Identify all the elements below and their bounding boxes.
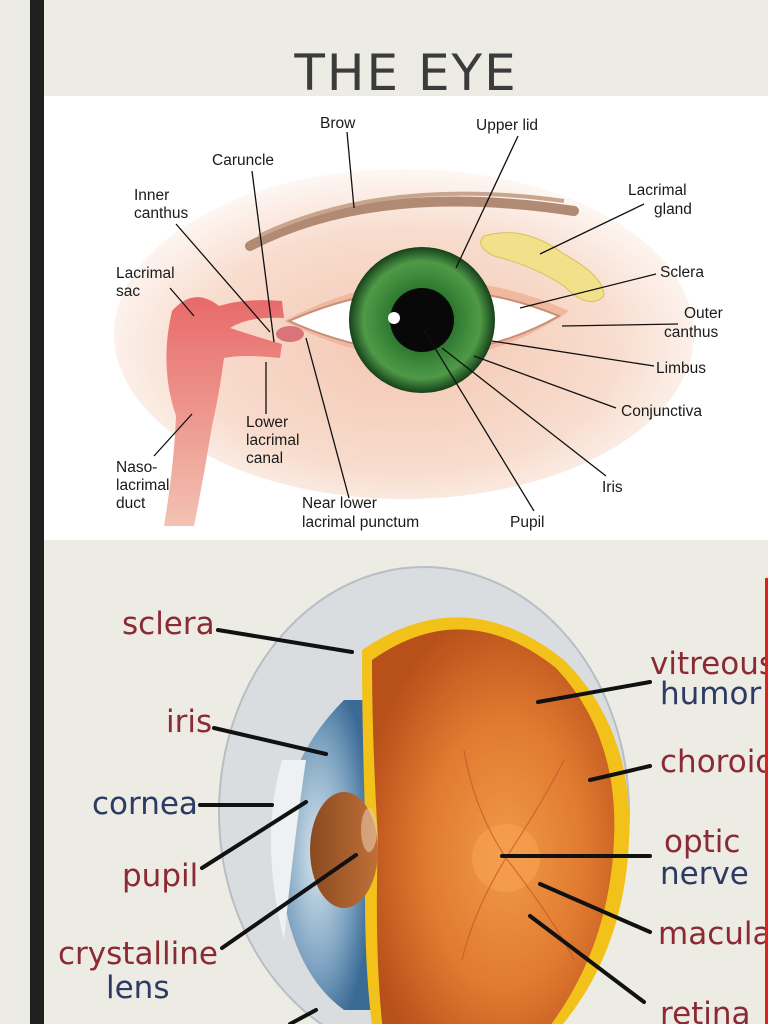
inner-canthus-leader — [175, 223, 271, 333]
pupil-leader — [423, 329, 535, 512]
crystalline-lens-leader — [220, 853, 358, 950]
internal-eye-diagram: sclera iris cornea pupil crystalline len… — [58, 566, 768, 1024]
label-pupil: pupil — [122, 858, 198, 894]
lacrimal-gland-leader — [539, 203, 645, 255]
limbus-leader — [491, 340, 655, 367]
label-iris: Iris — [602, 479, 623, 496]
vessel-2 — [505, 759, 565, 859]
label-near-lower-punctum-2: lacrimal punctum — [302, 514, 419, 531]
external-eye-diagram: Brow Upper lid Caruncle Inner canthus La… — [114, 115, 723, 531]
brow-shape — [245, 196, 579, 251]
label-lacrimal-sac-1: Lacrimal — [116, 265, 175, 282]
label-cornea: cornea — [92, 786, 198, 822]
pupil-leader — [200, 800, 308, 870]
vessel-3 — [461, 857, 507, 961]
caruncle-shape — [276, 326, 304, 342]
caruncle-leader — [251, 170, 275, 343]
choroid-leader — [588, 764, 652, 782]
crystalline-lens-shape — [310, 792, 378, 908]
pupil-shape — [390, 288, 454, 352]
macula-leader — [538, 882, 652, 934]
retina-leader — [528, 914, 646, 1004]
vitreous-humor-leader — [536, 680, 652, 704]
external-eye-panel: Brow Upper lid Caruncle Inner canthus La… — [44, 96, 768, 540]
vessel-1 — [463, 749, 507, 859]
label-inner-canthus-1: Inner — [134, 187, 169, 204]
label-caruncle: Caruncle — [212, 152, 274, 169]
left-accent-bar — [30, 0, 44, 1024]
label-outer-canthus-1: Outer — [684, 305, 723, 322]
label-conjunctiva: Conjunctiva — [621, 403, 702, 420]
upper-lid-leader — [455, 135, 519, 269]
label-lower-lacrimal-canal-1: Lower — [246, 414, 288, 431]
sclera-leader — [216, 628, 354, 654]
label-crystalline-lens-2: lens — [106, 970, 169, 1006]
label-lacrimal-gland-2: gland — [654, 201, 692, 218]
label-nasolacrimal-duct-3: duct — [116, 495, 146, 512]
red-accent-line — [765, 578, 768, 1024]
nasolacrimal-duct-leader — [153, 413, 193, 457]
label-vitreous-humor-2: humor — [660, 676, 761, 712]
label-nasolacrimal-duct-2: lacrimal — [116, 477, 169, 494]
label-lacrimal-sac-2: sac — [116, 283, 140, 300]
label-nasolacrimal-duct-1: Naso- — [116, 459, 157, 476]
label-limbus: Limbus — [656, 360, 706, 377]
lacrimal-gland-shape — [480, 232, 605, 303]
label-macula: macula — [658, 916, 768, 952]
pupil-highlight — [388, 312, 400, 324]
vessel-4 — [505, 857, 575, 961]
lacrimal-sac-leader — [169, 287, 195, 317]
lacrimal-duct-shape — [164, 297, 284, 526]
label-optic-nerve-1: optic — [664, 824, 740, 860]
lens-highlight — [361, 808, 377, 852]
brow-leader — [346, 131, 355, 209]
conjunctiva-leader — [473, 355, 617, 409]
label-lower-lacrimal-canal-2: lacrimal — [246, 432, 299, 449]
label-inner-canthus-2: canthus — [134, 205, 189, 222]
label-crystalline-lens-1: crystalline — [58, 936, 218, 972]
label-sclera: Sclera — [660, 264, 704, 281]
label-choroid: choroid — [660, 744, 768, 780]
bottom-leader — [288, 1008, 318, 1024]
label-lower-lacrimal-canal-3: canal — [246, 450, 283, 467]
outer-canthus-leader — [561, 323, 679, 327]
near-lower-punctum-leader — [305, 337, 350, 499]
label-outer-canthus-2: canthus — [664, 324, 719, 341]
label-lacrimal-gland-1: Lacrimal — [628, 182, 687, 199]
label-vitreous-humor-1: vitreous — [650, 646, 768, 682]
label-retina: retina — [660, 996, 751, 1024]
label-near-lower-punctum-1: Near lower — [302, 495, 377, 512]
label-optic-nerve-2: nerve — [660, 856, 749, 892]
brow-highlight — [258, 191, 565, 238]
iris-leader — [441, 347, 607, 477]
label-upper-lid: Upper lid — [476, 117, 538, 134]
label-sclera: sclera — [122, 606, 215, 642]
label-iris: iris — [166, 704, 212, 740]
label-brow: Brow — [320, 115, 356, 132]
label-pupil: Pupil — [510, 514, 544, 531]
sclera-leader — [519, 273, 657, 309]
iris-leader — [212, 726, 328, 756]
cornea-front — [270, 760, 306, 940]
internal-eye-panel: sclera iris cornea pupil crystalline len… — [44, 540, 768, 1024]
page-title: THE EYE — [294, 44, 518, 102]
